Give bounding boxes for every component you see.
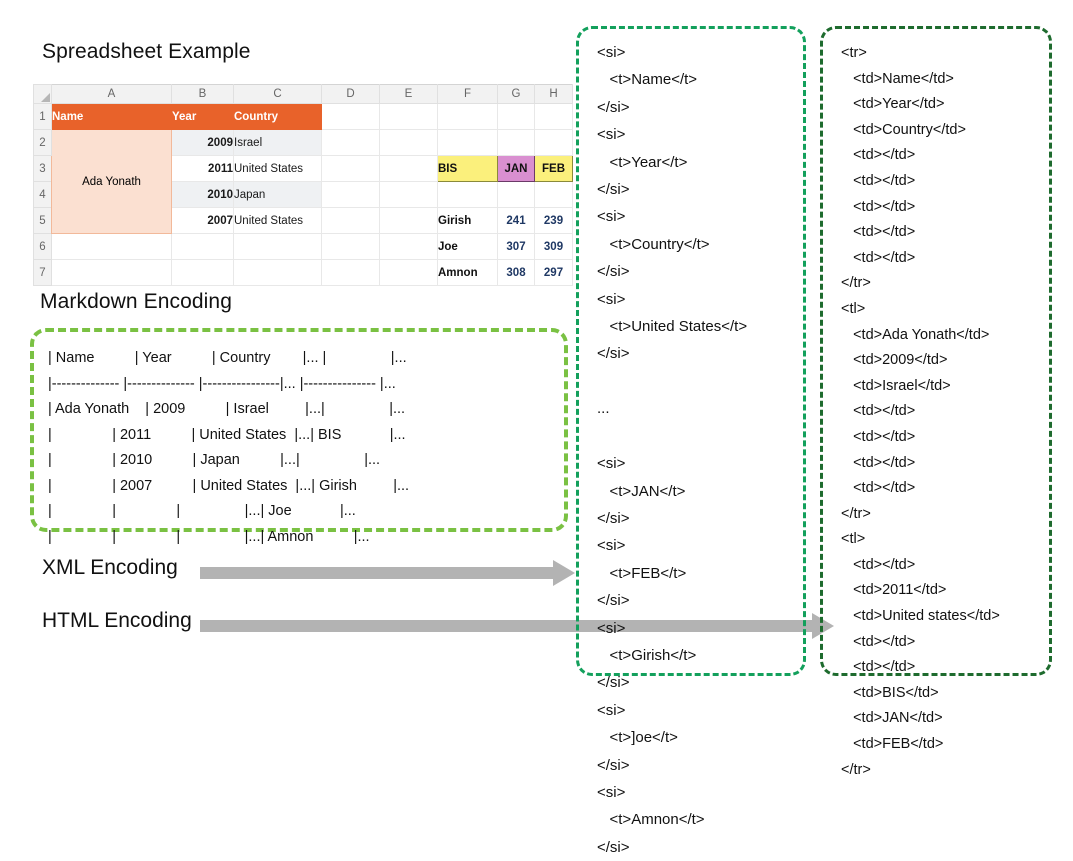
cell-g4[interactable]: [497, 181, 535, 208]
markdown-code-text: | Name | Year | Country |... | |... |---…: [48, 350, 410, 545]
column-header-a[interactable]: A: [51, 84, 172, 104]
cell-c2[interactable]: Israel: [233, 129, 322, 156]
column-header-f[interactable]: F: [437, 84, 498, 104]
cell-e3[interactable]: [379, 155, 438, 182]
row-header-4[interactable]: 4: [33, 181, 52, 208]
spreadsheet-table[interactable]: A B C D E F G H 1 Name Year Country 2 Ad…: [33, 84, 573, 286]
cell-h7[interactable]: 297: [534, 259, 573, 286]
cell-f7-amnon[interactable]: Amnon: [437, 259, 498, 286]
xml-encoding-arrow: [200, 560, 575, 586]
cell-g5[interactable]: 241: [497, 207, 535, 234]
table-row[interactable]: 4 2010 Japan: [33, 181, 573, 208]
cell-b2[interactable]: 2009: [171, 129, 234, 156]
table-row[interactable]: 3 2011 United States BIS JAN FEB: [33, 155, 573, 182]
cell-e6[interactable]: [379, 233, 438, 260]
cell-f3-bis[interactable]: BIS: [437, 155, 498, 182]
cell-b6[interactable]: [171, 233, 234, 260]
cell-c5[interactable]: United States: [233, 207, 322, 234]
cell-a2-merged-name[interactable]: Ada Yonath: [51, 129, 172, 234]
cell-f4[interactable]: [437, 181, 498, 208]
select-all-corner[interactable]: [33, 84, 52, 104]
cell-h1[interactable]: [534, 103, 573, 130]
cell-g7[interactable]: 308: [497, 259, 535, 286]
cell-g3-jan[interactable]: JAN: [497, 155, 535, 182]
cell-b1[interactable]: Year: [171, 103, 234, 130]
html-encoding-arrow-label: HTML Encoding: [42, 609, 192, 632]
cell-c3[interactable]: United States: [233, 155, 322, 182]
cell-d2[interactable]: [321, 129, 380, 156]
table-row[interactable]: 1 Name Year Country: [33, 103, 573, 130]
xml-arrow-head-icon: [553, 560, 575, 586]
cell-d6[interactable]: [321, 233, 380, 260]
spreadsheet-grid[interactable]: A B C D E F G H 1 Name Year Country 2 Ad…: [33, 84, 573, 286]
column-header-b[interactable]: B: [171, 84, 234, 104]
cell-f2[interactable]: [437, 129, 498, 156]
row-header-6[interactable]: 6: [33, 233, 52, 260]
cell-a7[interactable]: [51, 259, 172, 286]
cell-d7[interactable]: [321, 259, 380, 286]
table-row[interactable]: 7 Amnon 308 297: [33, 259, 573, 286]
html-encoding-box: <tr> <td>Name</td> <td>Year</td> <td>Cou…: [820, 26, 1052, 778]
cell-e1[interactable]: [379, 103, 438, 130]
cell-a1[interactable]: Name: [51, 103, 172, 130]
cell-b7[interactable]: [171, 259, 234, 286]
cell-e5[interactable]: [379, 207, 438, 234]
cell-c1[interactable]: Country: [233, 103, 322, 130]
cell-d5[interactable]: [321, 207, 380, 234]
column-header-e[interactable]: E: [379, 84, 438, 104]
xml-encoding-box: <si> <t>Name</t> </si> <si> <t>Year</t> …: [576, 26, 806, 856]
cell-h2[interactable]: [534, 129, 573, 156]
xml-code-text: <si> <t>Name</t> </si> <si> <t>Year</t> …: [597, 44, 748, 856]
cell-h4[interactable]: [534, 181, 573, 208]
cell-h6[interactable]: 309: [534, 233, 573, 260]
xml-encoding-arrow-label: XML Encoding: [42, 556, 178, 579]
cell-b5[interactable]: 2007: [171, 207, 234, 234]
column-header-row: A B C D E F G H: [33, 84, 573, 104]
cell-d4[interactable]: [321, 181, 380, 208]
cell-b4[interactable]: 2010: [171, 181, 234, 208]
spreadsheet-section-title: Spreadsheet Example: [42, 40, 251, 63]
column-header-h[interactable]: H: [534, 84, 573, 104]
row-header-3[interactable]: 3: [33, 155, 52, 182]
table-row[interactable]: 6 Joe 307 309: [33, 233, 573, 260]
html-arrow-head-icon: [812, 613, 834, 639]
row-header-7[interactable]: 7: [33, 259, 52, 286]
cell-h3-feb[interactable]: FEB: [534, 155, 573, 182]
cell-c6[interactable]: [233, 233, 322, 260]
cell-f1[interactable]: [437, 103, 498, 130]
cell-g6[interactable]: 307: [497, 233, 535, 260]
cell-e7[interactable]: [379, 259, 438, 286]
row-header-5[interactable]: 5: [33, 207, 52, 234]
column-header-c[interactable]: C: [233, 84, 322, 104]
html-arrow-shaft: [200, 620, 812, 632]
cell-b3[interactable]: 2011: [171, 155, 234, 182]
cell-e4[interactable]: [379, 181, 438, 208]
markdown-section-title: Markdown Encoding: [40, 290, 232, 313]
corner-triangle-icon: [41, 93, 50, 102]
html-encoding-arrow: [200, 613, 834, 639]
cell-f5-girish[interactable]: Girish: [437, 207, 498, 234]
cell-a6[interactable]: [51, 233, 172, 260]
markdown-encoding-box: | Name | Year | Country |... | |... |---…: [30, 328, 568, 545]
cell-e2[interactable]: [379, 129, 438, 156]
column-header-d[interactable]: D: [321, 84, 380, 104]
cell-c4[interactable]: Japan: [233, 181, 322, 208]
cell-f6-joe[interactable]: Joe: [437, 233, 498, 260]
cell-c7[interactable]: [233, 259, 322, 286]
row-header-2[interactable]: 2: [33, 129, 52, 156]
table-row[interactable]: 5 2007 United States Girish 241 239: [33, 207, 573, 234]
html-code-text: <tr> <td>Name</td> <td>Year</td> <td>Cou…: [841, 45, 1000, 778]
row-header-1[interactable]: 1: [33, 103, 52, 130]
xml-arrow-shaft: [200, 567, 553, 579]
cell-g1[interactable]: [497, 103, 535, 130]
cell-h5[interactable]: 239: [534, 207, 573, 234]
cell-d3[interactable]: [321, 155, 380, 182]
cell-g2[interactable]: [497, 129, 535, 156]
cell-d1[interactable]: [321, 103, 380, 130]
column-header-g[interactable]: G: [497, 84, 535, 104]
table-row[interactable]: 2 Ada Yonath 2009 Israel: [33, 129, 573, 234]
